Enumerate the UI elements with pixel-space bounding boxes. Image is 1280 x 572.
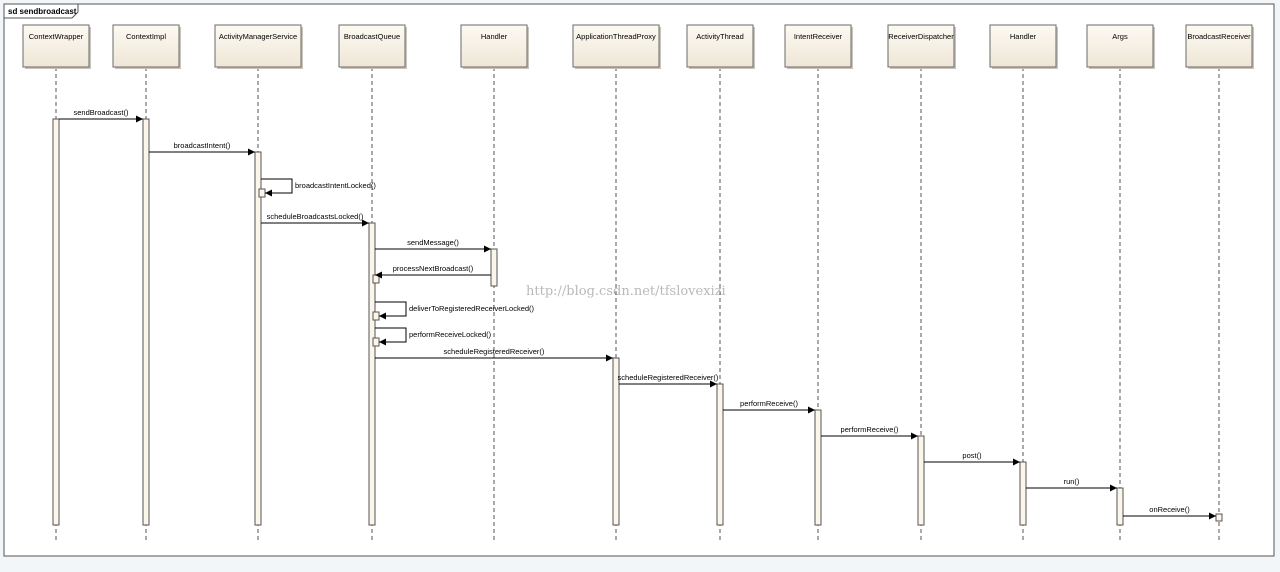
lifeline-name: BroadcastQueue [344, 32, 400, 41]
activation-bar-atp [612, 357, 620, 526]
message-label: scheduleBroadcastsLocked() [267, 212, 364, 221]
lifeline-bq[interactable]: BroadcastQueue [338, 24, 407, 540]
message-8[interactable]: performReceiveLocked() [375, 327, 492, 346]
message-15[interactable]: onReceive() [1123, 505, 1216, 520]
activation-bar-h2 [1019, 461, 1027, 526]
lifeline-name: ContextImpl [126, 32, 166, 41]
frame-title: sd sendbroadcast [8, 7, 77, 16]
lifeline-box[interactable] [1185, 24, 1253, 68]
message-label: post() [962, 451, 982, 460]
activation-bar-ir [814, 409, 822, 526]
lifeline-ams[interactable]: ActivityManagerService [214, 24, 303, 540]
lifeline-box[interactable] [22, 24, 90, 68]
lifeline-box[interactable] [784, 24, 852, 68]
activation-bar-bq [372, 274, 380, 284]
message-label: performReceive() [841, 425, 899, 434]
messages: sendBroadcast() broadcastIntent() broadcas… [59, 108, 1216, 520]
lifeline-box[interactable] [887, 24, 955, 68]
lifeline-box[interactable] [572, 24, 660, 68]
activation-bar-cw [52, 118, 60, 526]
message-label: broadcastIntent() [174, 141, 231, 150]
lifeline-name: ActivityThread [696, 32, 744, 41]
lifeline-br[interactable]: BroadcastReceiver [1185, 24, 1254, 540]
diagram-frame [3, 3, 1275, 557]
lifeline-name: Args [1112, 32, 1128, 41]
message-3[interactable]: broadcastIntentLocked() [261, 178, 376, 197]
activation-bar-bq [368, 222, 376, 526]
self-message-arrow[interactable] [261, 178, 293, 197]
message-9[interactable]: scheduleRegisteredReceiver() [375, 347, 613, 362]
message-1[interactable]: sendBroadcast() [59, 108, 143, 123]
message-label: sendMessage() [407, 238, 459, 247]
message-13[interactable]: post() [924, 451, 1020, 466]
activation-bar-bq [372, 337, 380, 347]
lifeline-args[interactable]: Args [1086, 24, 1155, 540]
lifeline-ir[interactable]: IntentReceiver [784, 24, 853, 540]
frame-title-tab [3, 3, 79, 19]
lifeline-name: ReceiverDispatcher [888, 32, 954, 41]
activation-bar-bq [372, 311, 380, 321]
lifeline-name: ActivityManagerService [219, 32, 297, 41]
message-label: run() [1064, 477, 1080, 486]
message-label: deliverToRegisteredReceiverLocked() [409, 304, 535, 313]
activation-bar-ams [258, 188, 266, 198]
message-12[interactable]: performReceive() [821, 425, 918, 440]
message-label: processNextBroadcast() [393, 264, 474, 273]
activation-bar-ams [254, 151, 262, 526]
self-message-arrow[interactable] [375, 301, 407, 320]
lifeline-box[interactable] [112, 24, 180, 68]
lifeline-at[interactable]: ActivityThread [686, 24, 755, 540]
self-message-arrow[interactable] [375, 327, 407, 346]
message-label: performReceive() [740, 399, 798, 408]
lifeline-name: IntentReceiver [794, 32, 843, 41]
message-4[interactable]: scheduleBroadcastsLocked() [261, 212, 369, 227]
message-14[interactable]: run() [1026, 477, 1117, 492]
message-label: sendBroadcast() [73, 108, 129, 117]
message-2[interactable]: broadcastIntent() [149, 141, 255, 156]
lifeline-name: ContextWrapper [29, 32, 84, 41]
activation-bar-args [1116, 487, 1124, 526]
lifeline-h2[interactable]: Handler [989, 24, 1058, 540]
message-5[interactable]: sendMessage() [375, 238, 491, 253]
lifeline-box[interactable] [989, 24, 1057, 68]
activations [52, 118, 1223, 526]
message-label: broadcastIntentLocked() [295, 181, 376, 190]
watermark: http://blog.csdn.net/tfslovexizi [526, 284, 726, 299]
activation-bar-at [716, 383, 724, 526]
lifeline-h1[interactable]: Handler [460, 24, 529, 540]
lifeline-box[interactable] [460, 24, 528, 68]
message-label: scheduleRegisteredReceiver() [444, 347, 545, 356]
message-7[interactable]: deliverToRegisteredReceiverLocked() [375, 301, 535, 320]
message-label: onReceive() [1149, 505, 1190, 514]
lifeline-box[interactable] [338, 24, 406, 68]
lifeline-name: Handler [481, 32, 508, 41]
lifeline-box[interactable] [1086, 24, 1154, 68]
lifeline-name: BroadcastReceiver [1187, 32, 1251, 41]
message-11[interactable]: performReceive() [723, 399, 815, 414]
activation-bar-br [1215, 513, 1223, 522]
message-label: scheduleRegisteredReceiver() [618, 373, 719, 382]
lifeline-name: Handler [1010, 32, 1037, 41]
lifeline-name: ApplicationThreadProxy [576, 32, 656, 41]
message-10[interactable]: scheduleRegisteredReceiver() [618, 373, 719, 388]
lifeline-rd[interactable]: ReceiverDispatcher [887, 24, 956, 540]
message-label: performReceiveLocked() [409, 330, 492, 339]
activation-bar-h1 [490, 248, 498, 287]
lifeline-box[interactable] [686, 24, 754, 68]
message-6[interactable]: processNextBroadcast() [375, 264, 491, 279]
activation-bar-rd [917, 435, 925, 526]
activation-bar-ci [142, 118, 150, 526]
lifeline-box[interactable] [214, 24, 302, 68]
